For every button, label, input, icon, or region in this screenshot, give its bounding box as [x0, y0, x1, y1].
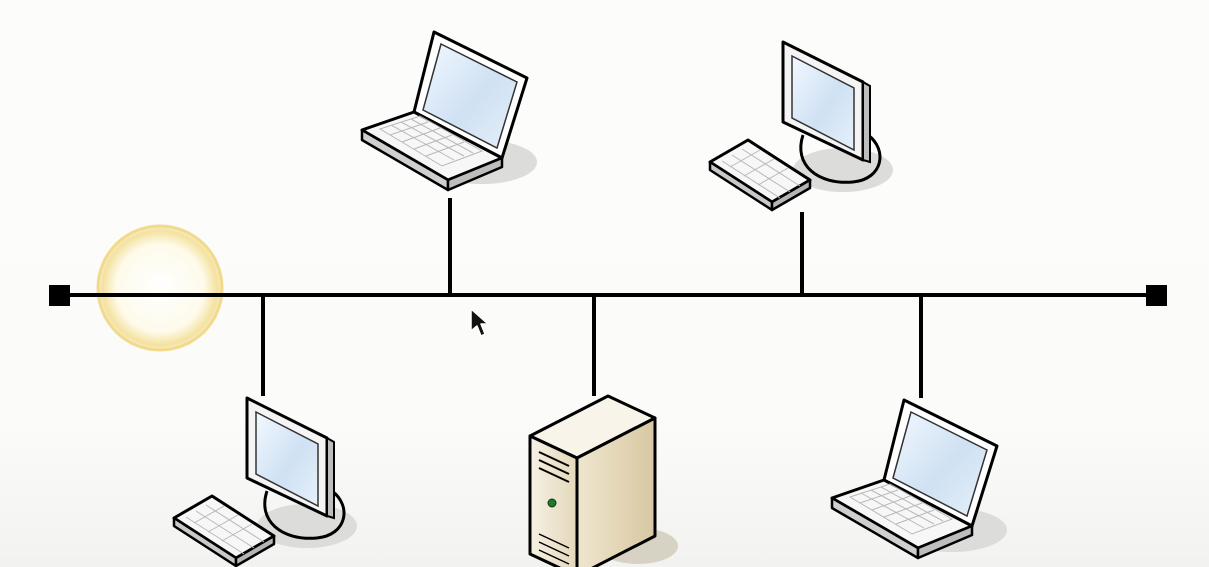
cursor-highlight-circle: [96, 224, 224, 352]
bus-backbone: [49, 285, 1167, 306]
laptop-bottom-right: [830, 398, 1007, 560]
laptop-top: [360, 30, 537, 192]
server-power-led: [547, 498, 557, 508]
server-bottom-center: [528, 394, 678, 567]
drop-lines: [261, 198, 923, 398]
desktop-bottom-left: [172, 396, 357, 567]
left-terminator: [49, 285, 70, 306]
mouse-pointer-icon: [470, 308, 489, 337]
desktop-top-right: [708, 40, 893, 212]
right-terminator: [1146, 285, 1167, 306]
